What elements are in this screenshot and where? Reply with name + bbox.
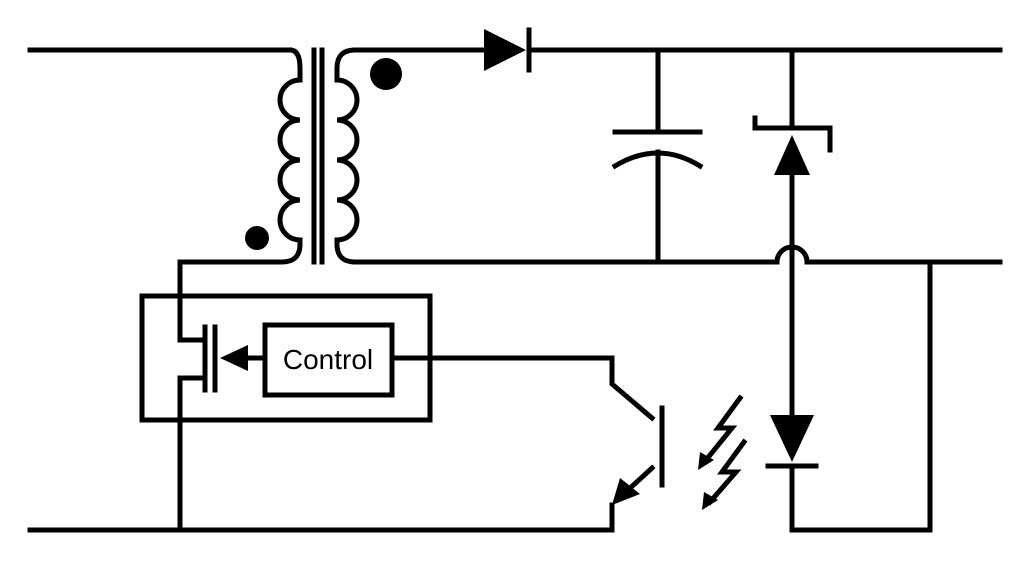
led-icon (765, 415, 819, 469)
output-diode-icon (484, 27, 532, 73)
light-emission-icon (698, 394, 748, 510)
secondary-polarity-dot-icon (370, 58, 402, 90)
control-label: Control (283, 344, 373, 375)
primary-polarity-dot-icon (245, 226, 269, 250)
zener-diode-icon (752, 47, 833, 265)
capacitor-icon (611, 47, 704, 265)
phototransistor-icon (389, 355, 665, 533)
transformer-icon (177, 47, 360, 265)
secondary-bottom-wire (352, 244, 1003, 265)
mosfet-icon (177, 259, 268, 533)
feedback-wire (789, 259, 933, 533)
